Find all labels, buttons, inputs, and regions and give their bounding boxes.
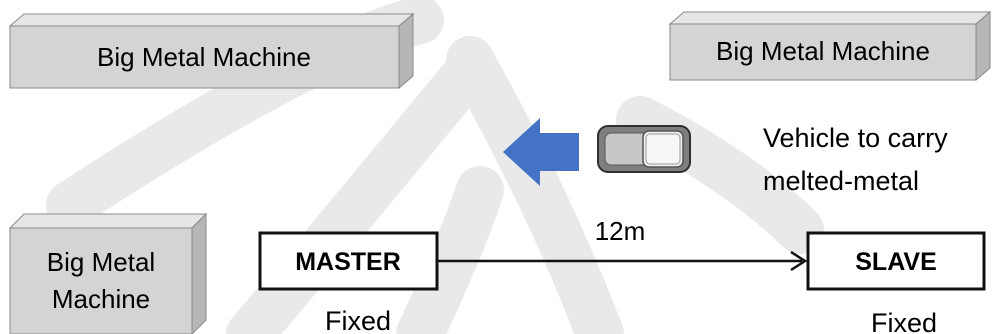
master-node: MASTER: [258, 231, 439, 291]
machine-label: Big Metal Machine: [716, 36, 930, 66]
slave-node: SLAVE: [806, 231, 986, 291]
machine-label: Big Metal Machine: [97, 42, 311, 72]
slave-label: SLAVE: [855, 248, 937, 276]
slave-status: Fixed: [871, 308, 937, 334]
vehicle-icon: [597, 125, 691, 173]
master-label: MASTER: [295, 248, 401, 276]
machine-top-right: Big Metal Machine: [668, 10, 992, 82]
machine-label: Machine: [52, 284, 150, 314]
machine-bottom-left: Big Metal Machine: [8, 212, 208, 334]
machine-label: Big Metal: [47, 247, 155, 277]
move-left-arrow-icon: [503, 118, 579, 186]
link-arrowhead: [790, 250, 808, 272]
distance-label: 12m: [595, 216, 646, 246]
vehicle-caption: Vehicle to carry: [763, 123, 948, 153]
machine-top-left: Big Metal Machine: [8, 12, 415, 90]
vehicle-caption: melted-metal: [763, 166, 919, 196]
master-status: Fixed: [325, 306, 391, 334]
